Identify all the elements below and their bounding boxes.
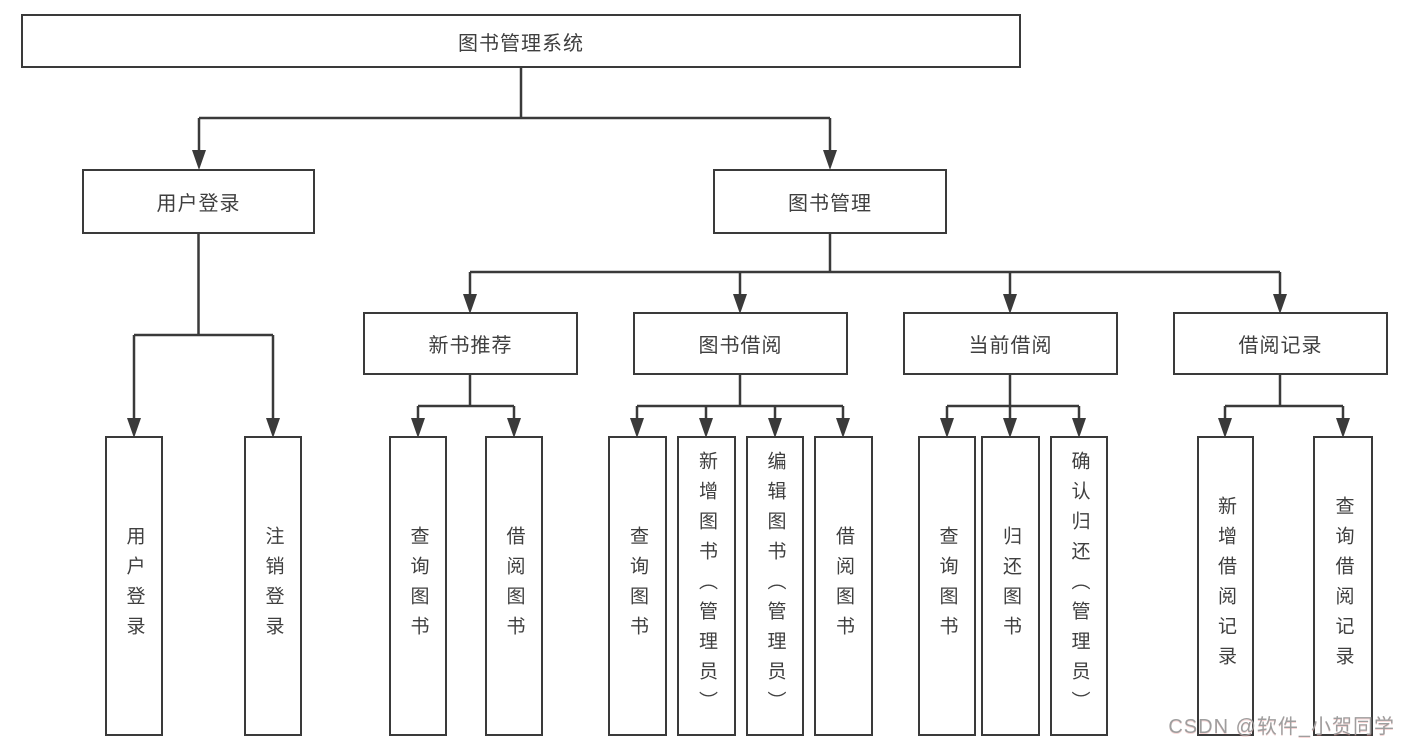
leaf-br-add-record-label: 新增借阅记录	[1215, 496, 1236, 676]
leaf-nb-borrow-books: 借阅图书	[485, 436, 543, 736]
leaf-cb-confirm-return-admin: 确认归还（管理员）	[1050, 436, 1108, 736]
leaf-bb-add-books-admin-label: 新增图书（管理员）	[696, 451, 717, 721]
leaf-bb-edit-books-admin: 编辑图书（管理员）	[746, 436, 804, 736]
node-book-management: 图书管理	[713, 169, 947, 234]
leaf-bb-add-books-admin: 新增图书（管理员）	[677, 436, 736, 736]
node-book-borrowing-label: 图书借阅	[698, 335, 783, 357]
node-current-borrowing-label: 当前借阅	[968, 335, 1053, 357]
node-user-login: 用户登录	[82, 169, 315, 234]
node-new-book-recommend: 新书推荐	[363, 312, 578, 375]
leaf-bb-borrow-books-label: 借阅图书	[833, 526, 854, 646]
node-root-label: 图书管理系统	[458, 32, 584, 55]
leaf-br-add-record: 新增借阅记录	[1197, 436, 1254, 736]
leaf-bb-query-books-label: 查询图书	[627, 526, 648, 646]
node-root-system: 图书管理系统	[21, 14, 1021, 68]
leaf-bb-edit-books-admin-label: 编辑图书（管理员）	[764, 451, 786, 721]
leaf-nb-borrow-books-label: 借阅图书	[503, 526, 525, 646]
node-current-borrowing: 当前借阅	[903, 312, 1118, 375]
node-book-borrowing: 图书借阅	[633, 312, 848, 375]
leaf-logout: 注销登录	[244, 436, 302, 736]
csdn-watermark: CSDN @软件_小贺同学	[1168, 716, 1395, 738]
node-borrowing-records-label: 借阅记录	[1238, 335, 1323, 357]
leaf-bb-borrow-books: 借阅图书	[814, 436, 873, 736]
node-borrowing-records: 借阅记录	[1173, 312, 1388, 375]
leaf-br-query-record: 查询借阅记录	[1313, 436, 1373, 736]
leaf-bb-query-books: 查询图书	[608, 436, 667, 736]
node-book-management-label: 图书管理	[788, 193, 872, 215]
leaf-br-query-record-label: 查询借阅记录	[1332, 496, 1354, 676]
node-user-login-label: 用户登录	[156, 193, 241, 215]
leaf-nb-query-books: 查询图书	[389, 436, 447, 736]
leaf-user-login-label: 用户登录	[123, 526, 145, 646]
leaf-cb-return-books: 归还图书	[981, 436, 1040, 736]
leaf-nb-query-books-label: 查询图书	[407, 526, 429, 646]
node-new-book-recommend-label: 新书推荐	[428, 335, 513, 357]
leaf-cb-query-books: 查询图书	[918, 436, 976, 736]
leaf-cb-confirm-return-admin-label: 确认归还（管理员）	[1068, 451, 1090, 721]
leaf-user-login: 用户登录	[105, 436, 163, 736]
leaf-logout-label: 注销登录	[262, 526, 284, 646]
leaf-cb-query-books-label: 查询图书	[936, 526, 958, 646]
leaf-cb-return-books-label: 归还图书	[1000, 526, 1021, 646]
